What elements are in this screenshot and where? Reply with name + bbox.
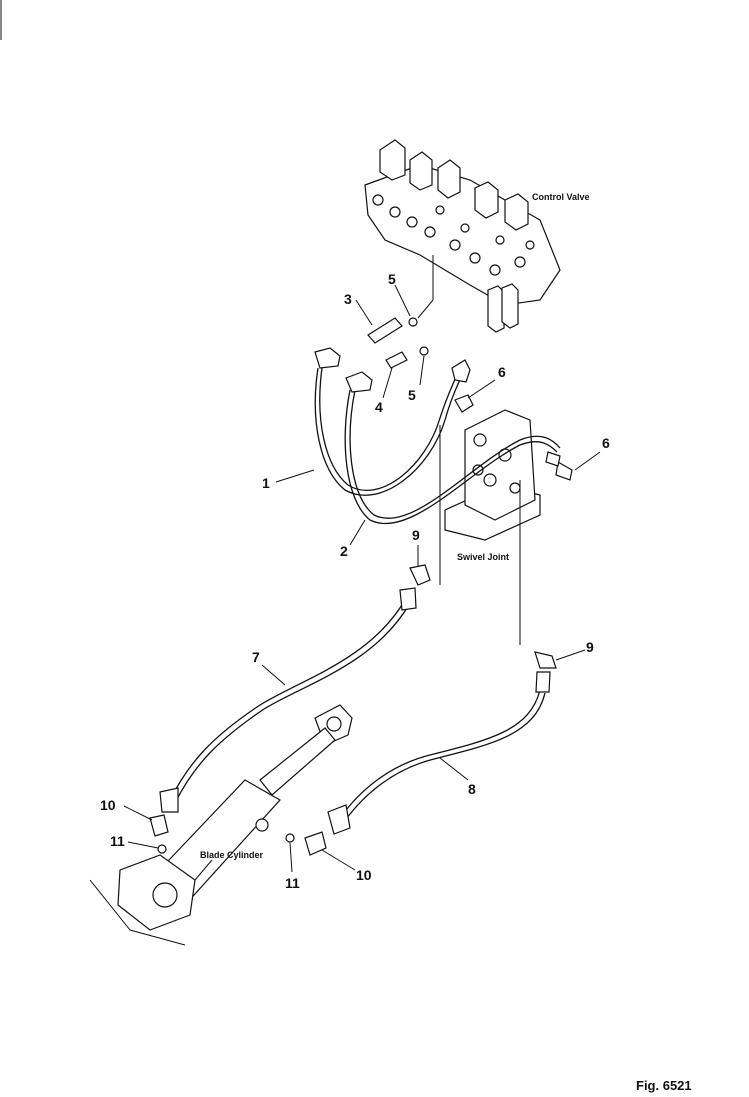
leader-10b [321,849,356,871]
part-number-3: 3 [344,291,352,307]
fitting-4 [385,351,408,369]
elbow-1-top [314,347,341,369]
part-number-5b: 5 [408,387,416,403]
part-number-2: 2 [340,543,348,559]
elbow-9b [534,651,557,693]
hose-7-end [159,787,179,813]
elbow-10b [304,831,327,856]
part-number-4: 4 [375,399,383,415]
fitting-3 [367,317,403,344]
elbow-2-top [345,371,373,393]
part-number-7: 7 [252,649,260,665]
hose-8 [339,689,541,819]
part-number-8: 8 [468,781,476,797]
oring-5a [408,317,418,327]
hose-1 [314,367,463,496]
label-swivel-joint: Swivel Joint [457,552,509,562]
elbow-10a [149,814,169,837]
hose-1b [319,367,459,491]
leader-8 [439,757,469,781]
swivel-joint [444,409,541,541]
leader-11a [127,841,159,849]
part-number-10b: 10 [356,867,372,883]
leader-6b [574,451,601,471]
oring-11b [285,833,295,843]
fitting-6a [454,394,474,413]
leader-1 [275,469,315,483]
part-number-9b: 9 [586,639,594,655]
elbow-9a [399,564,431,611]
leader-2 [349,519,366,546]
hose-8-end [327,804,351,835]
blade-cylinder [89,704,353,946]
part-number-9a: 9 [412,527,420,543]
hose-2b [349,389,561,519]
part-number-11a: 11 [110,833,125,849]
elbow-1-right [451,359,471,383]
part-number-11b: 11 [285,875,300,891]
leader-7 [261,664,286,686]
hose-2 [344,389,558,525]
part-number-10a: 10 [100,797,116,813]
part-number-5a: 5 [388,271,396,287]
leader-9b [555,649,586,661]
leader-10a [123,805,153,821]
leader-5a [394,284,411,317]
figure-number: Fig. 6521 [636,1078,692,1093]
part-number-6b: 6 [602,435,610,451]
part-number-6a: 6 [498,364,506,380]
label-control-valve: Control Valve [532,192,590,202]
leader-4 [382,367,393,399]
fitting-6b [545,451,573,481]
leader-3 [355,299,373,326]
part-number-1: 1 [262,475,270,491]
hose-7 [169,599,406,801]
control-valve [364,139,561,333]
leader-blade-cylinder [194,859,213,881]
hose-8b [343,692,546,823]
leader-6a [467,379,496,399]
leader-5b [419,355,425,386]
label-blade-cylinder: Blade Cylinder [200,850,264,860]
leader-11b [289,842,293,873]
oring-11a [157,844,167,854]
oring-5b [419,346,429,356]
hose-7b [174,602,411,804]
